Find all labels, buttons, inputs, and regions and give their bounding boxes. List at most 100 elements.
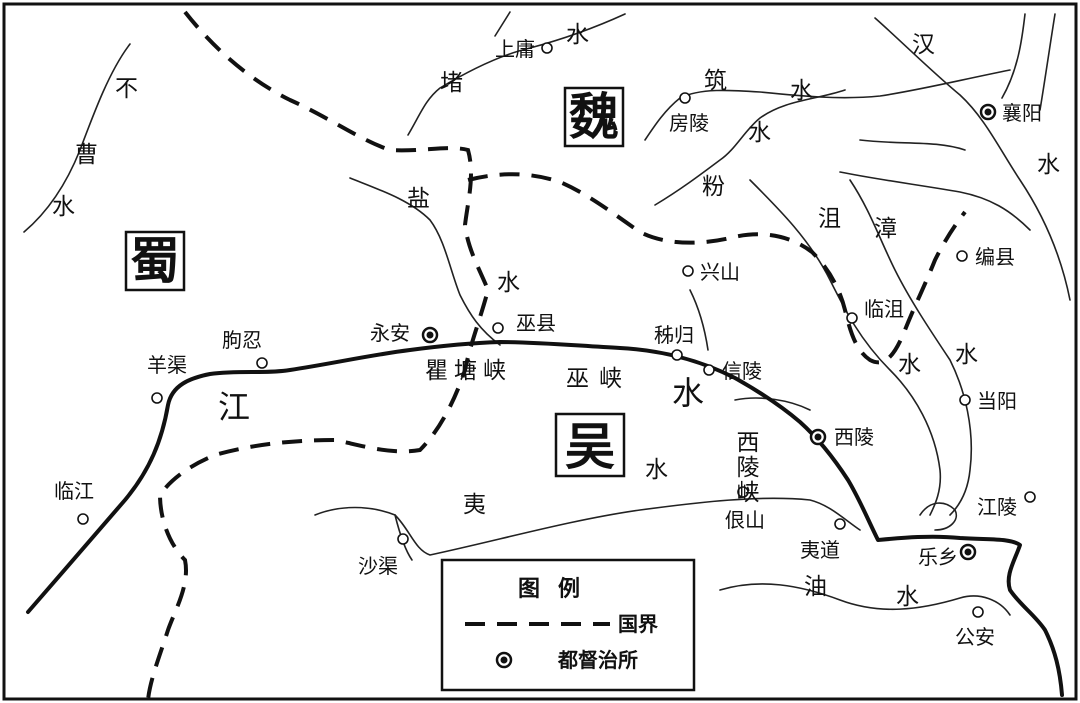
city-markers: [77, 42, 1036, 618]
legend-title: 图例: [518, 577, 598, 602]
river-du: [407, 13, 626, 136]
county-marker: [151, 392, 163, 404]
state-label-wu: 吴: [554, 412, 626, 478]
yangtze-label: 水: [672, 374, 704, 412]
county-marker: [492, 322, 504, 334]
river-yan: [349, 177, 501, 346]
city-label: 羊渠: [147, 353, 187, 377]
river-xingshan: [689, 289, 709, 351]
county-marker: [956, 250, 968, 262]
gorge-label-wu: 巫峡: [566, 366, 632, 392]
county-marker: [256, 357, 268, 369]
gorge-label-qutang: 瞿塘峡: [425, 358, 512, 384]
city-label: 秭归: [654, 323, 694, 347]
legend-label-border: 国界: [618, 612, 658, 636]
county-marker: [737, 486, 749, 498]
city-label: 佷山: [725, 508, 765, 532]
city-label: 襄阳: [1002, 101, 1042, 125]
river-label: 水: [955, 342, 978, 368]
city-label: 乐乡: [918, 545, 958, 569]
legend: 图例 国界 都督治所: [440, 558, 696, 692]
river-label: 水: [497, 270, 520, 296]
city-label: 夷道: [800, 538, 840, 562]
river-du-branch: [494, 11, 511, 37]
river-zhu: [644, 69, 1011, 141]
county-marker: [972, 606, 984, 618]
border-wu-wei: [467, 172, 967, 365]
river-label: 水: [52, 194, 75, 220]
river-label: 水: [748, 120, 771, 146]
city-label: 沙渠: [358, 554, 398, 578]
river-label: 夷: [463, 492, 486, 518]
river-label: 水: [898, 352, 921, 378]
capital-marker-dot: [426, 331, 434, 339]
river-ne-branch2: [859, 139, 966, 151]
river-label: 盐: [407, 186, 430, 212]
river-yi: [314, 497, 861, 556]
river-label: 曹: [75, 142, 98, 168]
county-marker: [834, 518, 846, 530]
border-shu-wei: [146, 10, 491, 701]
city-label: 临江: [54, 479, 94, 503]
county-marker: [671, 349, 683, 361]
tributary-rivers: [23, 11, 1071, 616]
river-ju: [749, 179, 942, 516]
city-label: 巫县: [516, 311, 556, 335]
river-label: 粉: [702, 174, 725, 200]
yangtze-label: 江: [218, 388, 250, 426]
river-label: 水: [896, 584, 919, 610]
river-label: 水: [645, 457, 668, 483]
river-label: 油: [804, 574, 827, 600]
city-label: 朐忍: [222, 328, 262, 352]
river-label: 筑: [704, 68, 727, 94]
gorge-label-xiling: 西陵峡: [732, 430, 759, 505]
capital-marker-dot: [964, 548, 972, 556]
river-han-branch: [1001, 13, 1026, 99]
river-xiling-trib: [734, 397, 811, 411]
river-bu-cao: [23, 43, 131, 233]
state-borders: [146, 10, 967, 701]
city-label: 永安: [370, 321, 410, 345]
city-labels: 上庸 房陵 襄阳 兴山 编县 临沮 当阳 永安 巫县 秭归 信陵 西陵 朐忍 羊…: [54, 37, 1042, 649]
state-wu: 吴: [565, 418, 615, 476]
river-han: [874, 17, 1071, 301]
river-label: 漳: [874, 216, 897, 242]
city-label: 上庸: [495, 37, 535, 61]
state-wei: 魏: [569, 88, 619, 146]
river-you: [719, 583, 1011, 616]
river-zhang: [849, 179, 973, 516]
yangtze-river: [26, 340, 1064, 697]
county-marker: [679, 92, 691, 104]
river-label: 堵: [440, 70, 463, 96]
city-label: 西陵: [834, 425, 874, 449]
city-label: 公安: [955, 625, 995, 649]
city-label: 房陵: [669, 111, 709, 135]
state-shu: 蜀: [130, 232, 180, 290]
river-ne-branch: [839, 171, 1031, 231]
city-label: 兴山: [700, 260, 740, 284]
city-label: 当阳: [977, 389, 1017, 413]
river-fen: [654, 89, 846, 206]
county-marker: [703, 364, 715, 376]
river-jiangling-lake: [919, 502, 957, 531]
river-label: 不: [115, 76, 138, 102]
gorge-labels: 瞿塘峡 巫峡 西陵峡: [425, 358, 759, 505]
county-marker: [1024, 491, 1036, 503]
state-label-shu: 蜀: [124, 230, 186, 292]
river-label: 汉: [912, 32, 935, 58]
river-han-branch2: [1039, 13, 1056, 111]
city-label: 信陵: [722, 359, 762, 383]
river-labels: 堵 水 筑 水 汉 水 不 曹 水 盐 水 粉 水 沮 水 漳 水 夷 水 油 …: [52, 22, 1060, 610]
river-label: 水: [790, 78, 813, 104]
city-label: 江陵: [977, 495, 1017, 519]
county-marker: [77, 513, 89, 525]
state-label-wei: 魏: [563, 86, 625, 148]
county-marker: [682, 265, 694, 277]
capital-marker-dot: [984, 108, 992, 116]
city-label: 编县: [975, 245, 1015, 269]
river-label: 沮: [818, 206, 841, 232]
river-label: 水: [566, 22, 589, 48]
county-marker: [397, 533, 409, 545]
